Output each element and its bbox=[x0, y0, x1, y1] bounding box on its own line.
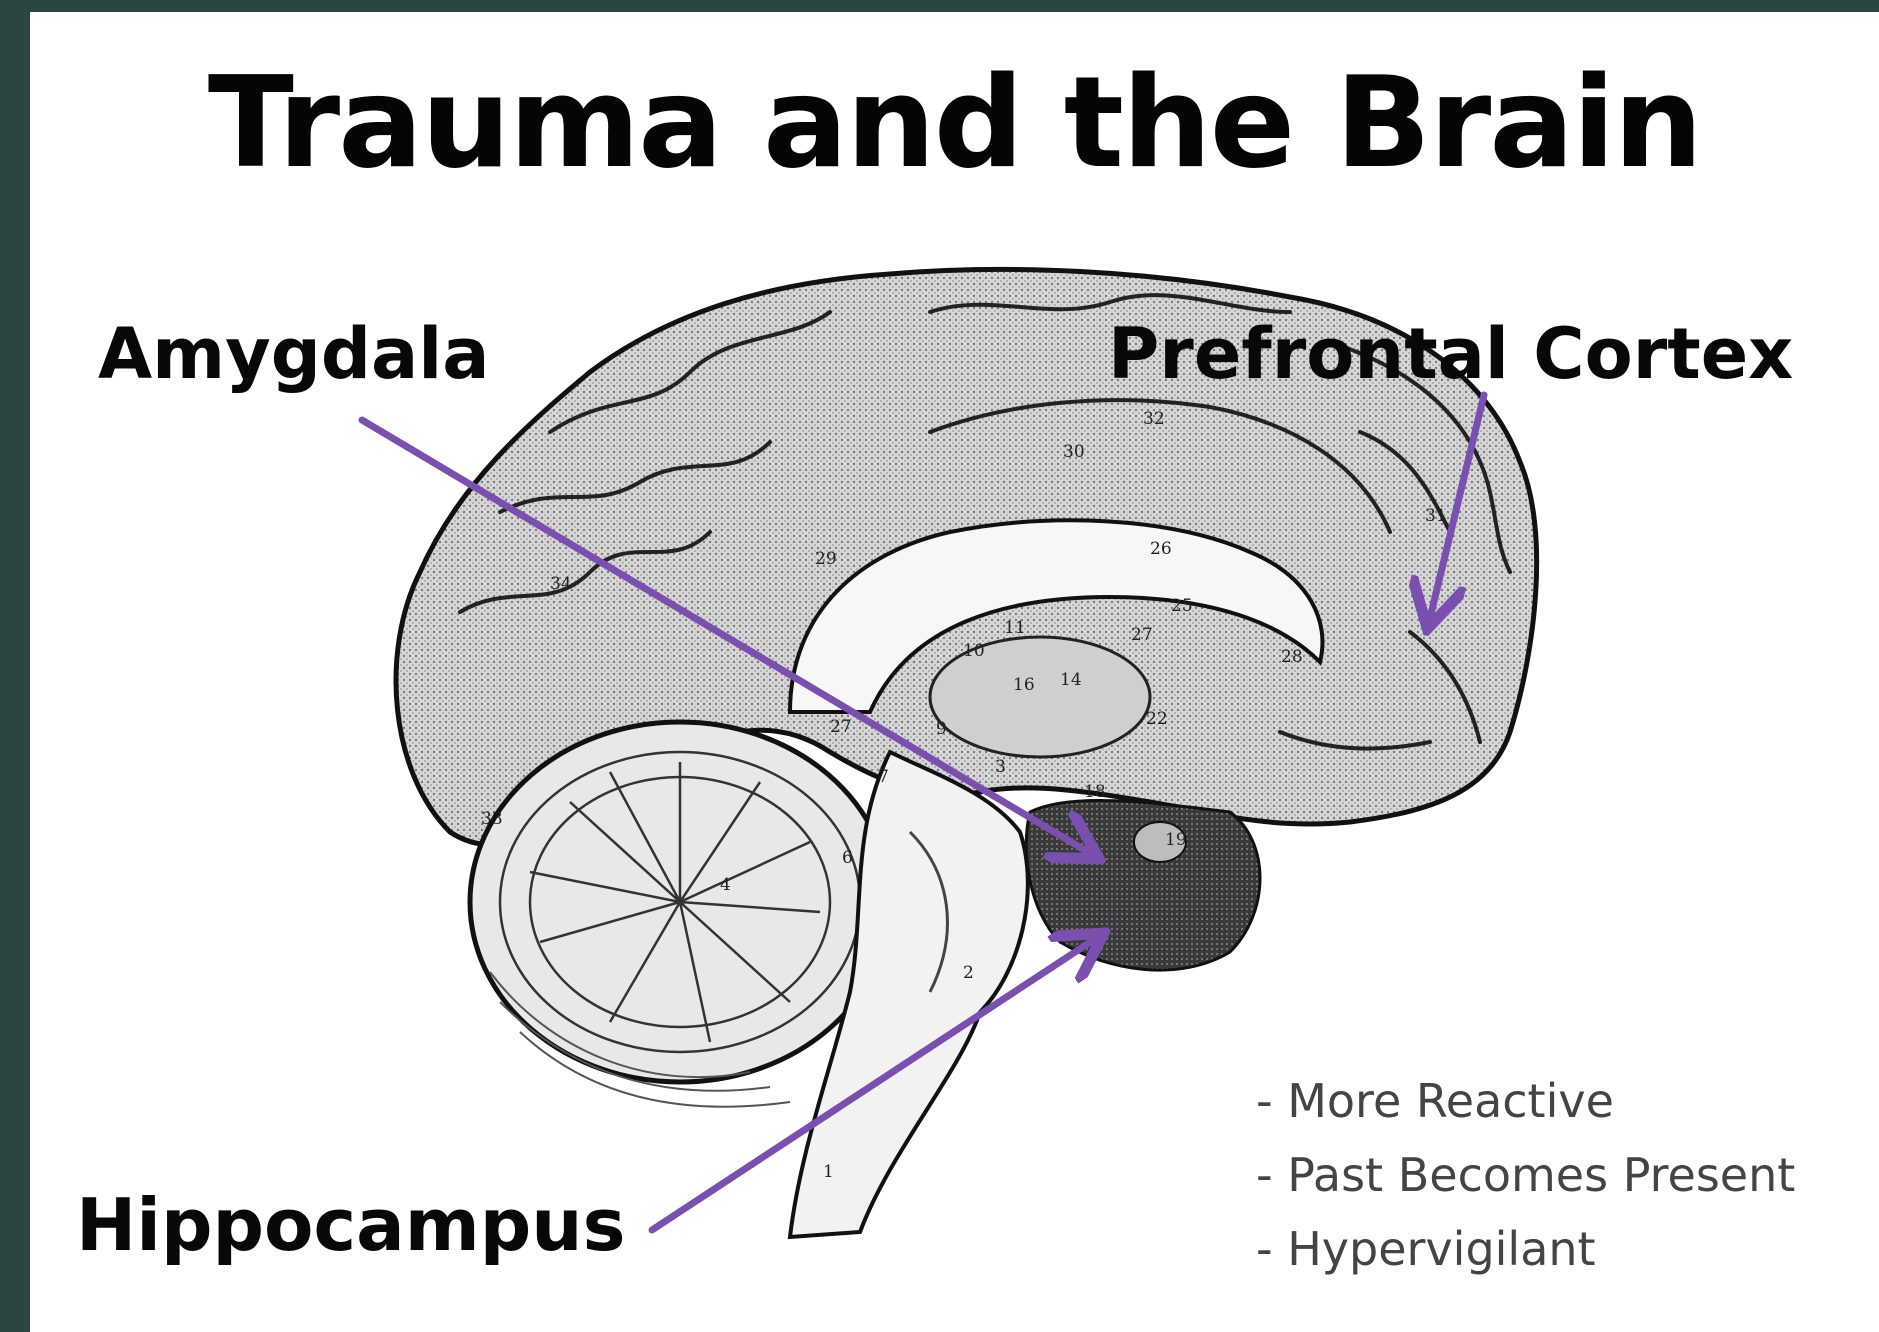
brain-number-label: 1 bbox=[823, 1162, 834, 1182]
slide: Trauma and the Brain bbox=[30, 12, 1879, 1332]
brain-number-label: 2 bbox=[963, 963, 974, 983]
brain-number-label: 3 bbox=[995, 757, 1006, 777]
brain-number-label: 29 bbox=[815, 549, 837, 569]
brain-number-label: 27 bbox=[830, 717, 852, 737]
brain-number-label: 32 bbox=[1143, 409, 1165, 429]
brain-number-label: 6 bbox=[842, 848, 853, 868]
brain-number-label: 26 bbox=[1150, 539, 1172, 559]
brain-number-label: 30 bbox=[1063, 442, 1085, 462]
effects-list: - More Reactive - Past Becomes Present -… bbox=[1256, 1064, 1795, 1286]
hippocampus-label: Hippocampus bbox=[76, 1189, 625, 1261]
brain-number-label: 7 bbox=[878, 767, 889, 787]
brain-number-label: 22 bbox=[1146, 709, 1168, 729]
brain-number-label: 16 bbox=[1013, 675, 1035, 695]
brain-number-label: 4 bbox=[720, 875, 731, 895]
brain-number-label: 27 bbox=[1131, 625, 1153, 645]
brain-number-label: 10 bbox=[963, 641, 985, 661]
cerebellum bbox=[470, 722, 890, 1107]
brain-number-label: 33 bbox=[481, 809, 503, 829]
brain-number-label: 28 bbox=[1281, 647, 1303, 667]
prefrontal-cortex-label: Prefrontal Cortex bbox=[1108, 319, 1793, 389]
brain-number-label: 11 bbox=[1004, 618, 1026, 638]
brain-number-label: 25 bbox=[1171, 596, 1193, 616]
brain-number-label: 9 bbox=[936, 719, 947, 739]
brain-number-label: 31 bbox=[1425, 506, 1447, 526]
brain-number-label: 34 bbox=[550, 574, 572, 594]
effect-item: - More Reactive bbox=[1256, 1064, 1795, 1138]
effect-item: - Hypervigilant bbox=[1256, 1212, 1795, 1286]
amygdala-label: Amygdala bbox=[98, 319, 489, 389]
brain-number-label: 19 bbox=[1165, 830, 1187, 850]
effect-item: - Past Becomes Present bbox=[1256, 1138, 1795, 1212]
brain-number-label: 14 bbox=[1060, 670, 1082, 690]
brain-number-label: 18 bbox=[1084, 782, 1106, 802]
